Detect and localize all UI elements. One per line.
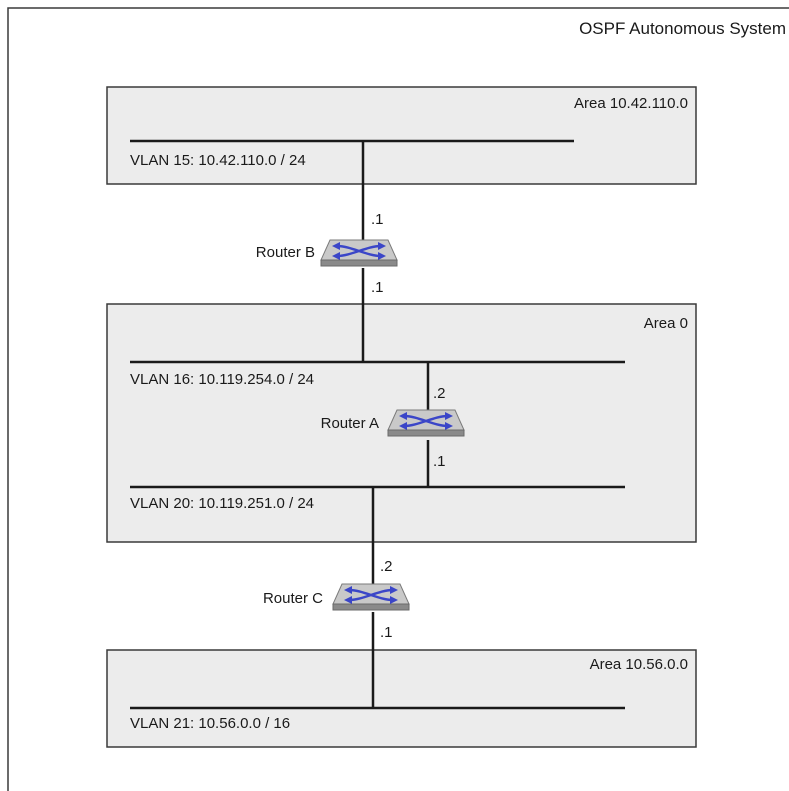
- router-b: Router B .1 .1: [256, 211, 399, 296]
- interface-top-label: .2: [380, 558, 393, 575]
- router-a: Router A .2 .1: [321, 385, 466, 470]
- vlan-16-label: VLAN 16: 10.119.254.0 / 24: [130, 371, 314, 388]
- router-icon: [331, 582, 411, 612]
- vlan-15-label: VLAN 15: 10.42.110.0 / 24: [130, 152, 306, 169]
- interface-bottom-label: .1: [371, 279, 384, 296]
- area-box: [106, 649, 697, 748]
- area-box: [106, 86, 697, 185]
- area-label: Area 10.56.0.0: [590, 656, 688, 673]
- interface-top-label: .1: [371, 211, 384, 228]
- router-label: Router C: [263, 590, 323, 607]
- area-label: Area 0: [644, 315, 688, 332]
- area-label: Area 10.42.110.0: [574, 95, 688, 112]
- router-icon: [319, 238, 399, 268]
- router-label: Router B: [256, 244, 315, 261]
- interface-bottom-label: .1: [433, 453, 446, 470]
- router-icon: [386, 408, 466, 438]
- area-10-56-0-0: Area 10.56.0.0 VLAN 21: 10.56.0.0 / 16: [106, 649, 697, 748]
- interface-top-label: .2: [433, 385, 446, 402]
- router-label: Router A: [321, 415, 379, 432]
- autonomous-system-title: OSPF Autonomous System: [579, 19, 786, 38]
- area-10-42-110-0: Area 10.42.110.0 VLAN 15: 10.42.110.0 / …: [106, 86, 697, 185]
- autonomous-system-frame: [7, 7, 789, 791]
- vlan-21-label: VLAN 21: 10.56.0.0 / 16: [130, 715, 290, 732]
- vlan-20-label: VLAN 20: 10.119.251.0 / 24: [130, 495, 314, 512]
- router-c: Router C .2 .1: [263, 558, 411, 641]
- interface-bottom-label: .1: [380, 624, 393, 641]
